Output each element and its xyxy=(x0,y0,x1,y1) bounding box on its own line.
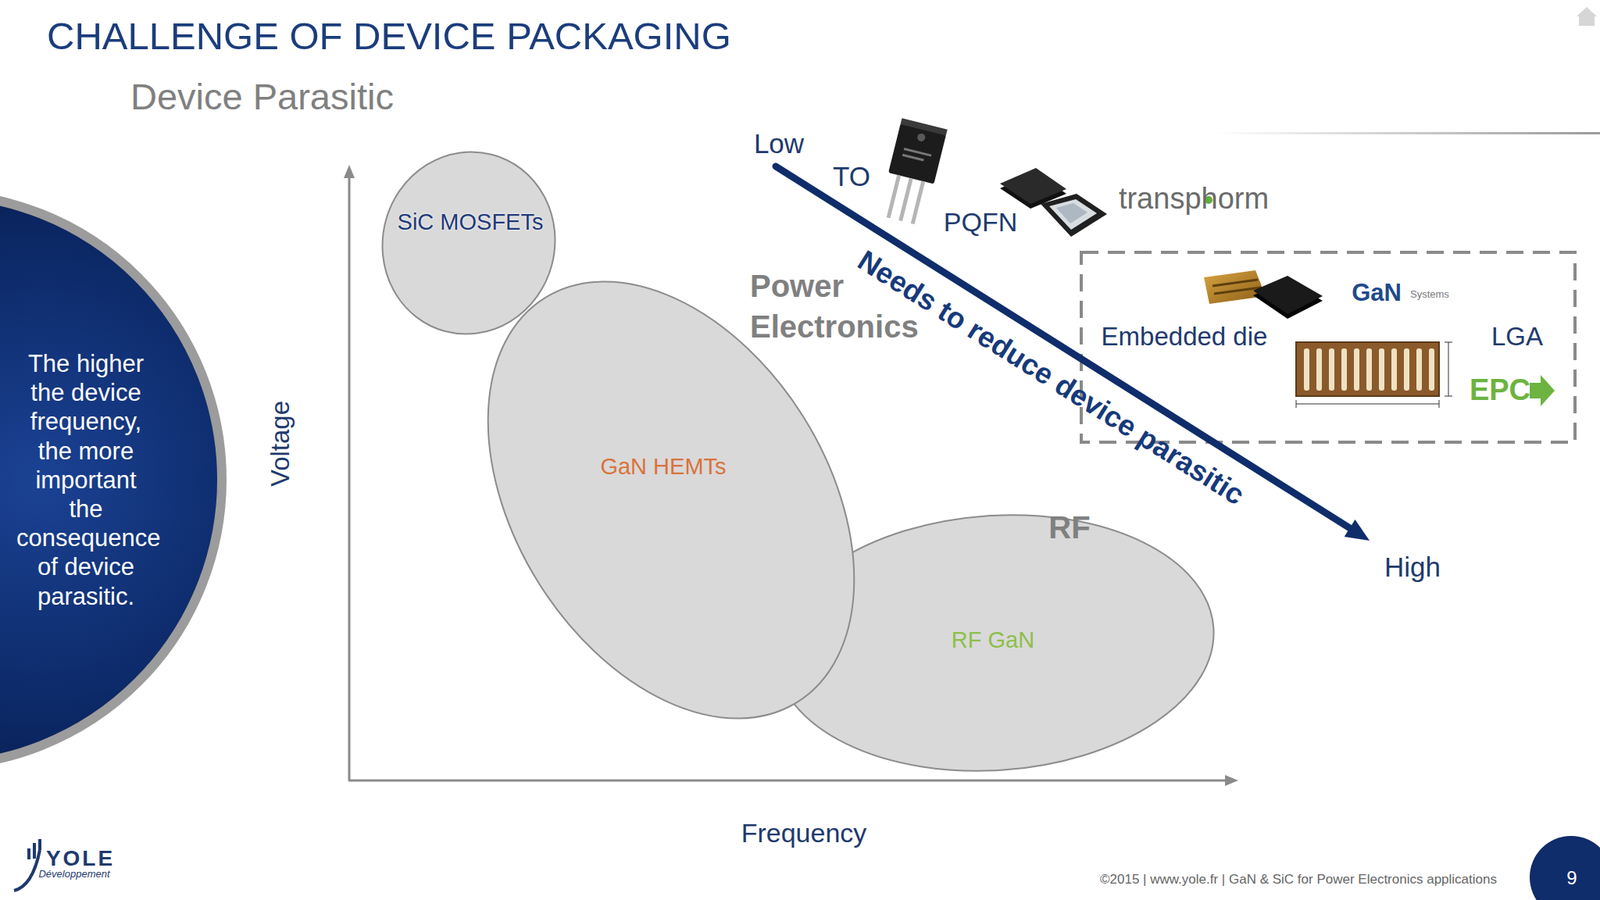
package-group: Embedded die LGA xyxy=(1079,250,1577,444)
company-logo: EPC xyxy=(1469,373,1531,408)
pqfn-chip-side xyxy=(1000,172,1067,209)
embedded-chip-image xyxy=(1253,275,1323,315)
header-rule xyxy=(1214,132,1600,135)
package-lead xyxy=(912,181,924,224)
ellipse-shape xyxy=(766,500,1222,786)
embedded-chip-side xyxy=(1253,280,1323,319)
sic-region: SiC MOSFETs xyxy=(381,153,557,333)
package-name: TO xyxy=(832,160,871,193)
pqfn-chip-bottom xyxy=(1040,193,1108,237)
package-tab xyxy=(900,117,948,139)
region-label: RF GaN xyxy=(951,627,1035,654)
trend-label: Needs to reduce device parasitic xyxy=(851,244,1250,513)
company-logo: transphorm xyxy=(1118,182,1269,217)
dimension-line xyxy=(1296,403,1440,405)
package-body xyxy=(888,124,947,185)
logo-swoosh xyxy=(14,850,40,891)
page-number: 9 xyxy=(1566,867,1577,890)
gan-region: GaN HEMTs xyxy=(481,278,861,722)
note-text: The higher the device frequency, the mor… xyxy=(16,349,156,611)
circle-shape xyxy=(0,193,222,766)
brand-logo: YOLE xyxy=(46,846,115,872)
dimension-tick xyxy=(1296,400,1297,408)
region-label: SiC MOSFETs xyxy=(397,209,544,236)
dimension-tick xyxy=(1439,400,1440,408)
lga-package-image xyxy=(1296,342,1440,397)
package-lead xyxy=(900,178,912,221)
region-label: GaN HEMTs xyxy=(600,453,726,480)
dimension-tick xyxy=(1444,342,1453,343)
trend-arrow-line xyxy=(775,166,1353,530)
axis-arrowhead xyxy=(343,164,355,179)
node-outline xyxy=(381,153,557,333)
company-logo: GaN xyxy=(1351,278,1402,308)
package-marking xyxy=(902,153,925,162)
slide-subtitle: Device Parasitic xyxy=(130,75,394,118)
package-lead xyxy=(888,175,900,218)
to-package-image xyxy=(878,117,948,227)
scale-end-label: High xyxy=(1384,551,1441,583)
company-logo: Systems xyxy=(1410,289,1450,301)
pqfn-chip-top xyxy=(1000,167,1067,204)
package-name: PQFN xyxy=(943,207,1018,238)
lga-pads xyxy=(1300,348,1439,391)
die-trace xyxy=(1212,279,1258,286)
pqfn-pad xyxy=(1056,203,1088,224)
voltage-axis xyxy=(348,175,351,781)
dimension-tick xyxy=(1444,396,1453,397)
trend-arrowhead xyxy=(1344,519,1370,541)
brand-logo: Développement xyxy=(38,868,110,881)
axis-arrowhead xyxy=(1225,775,1239,786)
dimension-line xyxy=(1448,342,1450,397)
die-trace xyxy=(1214,287,1261,294)
logo-bar xyxy=(32,842,36,859)
logo-leaf xyxy=(1204,196,1213,204)
embedded-die-image xyxy=(1203,270,1266,304)
package-label: Embedded die xyxy=(1101,321,1268,352)
highlight-circle: The higher the device frequency, the mor… xyxy=(0,189,227,771)
home-icon xyxy=(1576,7,1597,26)
logo-arrow xyxy=(1529,375,1555,407)
pqfn-pad xyxy=(1049,199,1097,230)
axis-label: Frequency xyxy=(741,817,868,849)
footer-note: ©2015 | www.yole.fr | GaN & SiC for Powe… xyxy=(1100,871,1497,888)
axis-label: Voltage xyxy=(265,400,296,487)
dashed-frame xyxy=(1081,252,1575,443)
page-number-badge xyxy=(1529,835,1600,900)
package-label: LGA xyxy=(1491,321,1543,352)
logo-bar xyxy=(27,848,31,860)
logo-bar xyxy=(38,839,42,850)
scale-end-label: Low xyxy=(753,128,804,160)
package-hole xyxy=(916,132,926,143)
node-outline xyxy=(481,278,861,722)
slide-title: CHALLENGE OF DEVICE PACKAGING xyxy=(46,14,732,58)
domain-label: Power Electronics xyxy=(750,265,938,347)
frequency-axis xyxy=(348,779,1229,783)
package-marking xyxy=(903,147,933,158)
